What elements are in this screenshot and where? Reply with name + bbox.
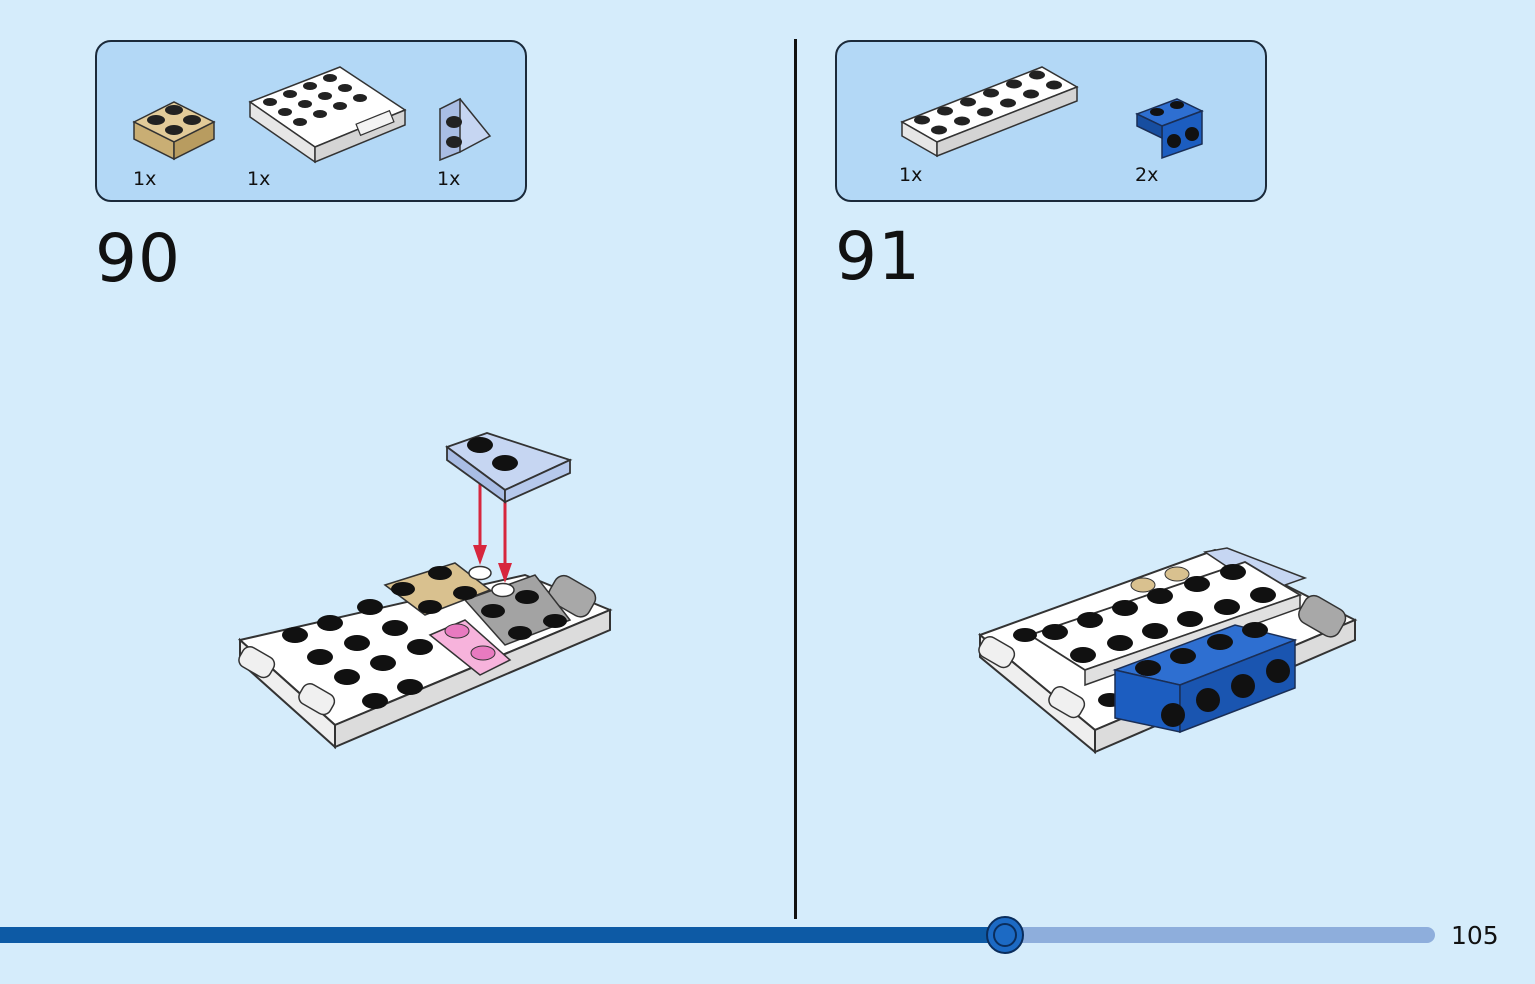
quantity-label: 1x <box>437 168 461 190</box>
tan-plate-2x2-icon <box>132 101 216 161</box>
quantity-label: 2x <box>1135 164 1159 186</box>
build-illustration-step-91 <box>978 547 1358 755</box>
step-number: 91 <box>835 218 921 295</box>
step-number: 90 <box>95 220 181 297</box>
progress-knob-icon <box>985 916 1024 954</box>
white-plate-2x6-icon <box>900 66 1079 158</box>
quantity-label: 1x <box>247 168 271 190</box>
parts-callout-step-90: 1x 1x 1x <box>95 40 527 202</box>
build-illustration-step-90 <box>237 432 613 750</box>
parts-callout-step-91: 1x 2x <box>835 40 1267 202</box>
light-blue-wedge-plate-icon <box>439 97 492 162</box>
page-number: 105 <box>1451 921 1499 950</box>
progress-fill <box>0 927 1005 943</box>
white-hinge-plate-icon <box>248 66 407 164</box>
quantity-label: 1x <box>133 168 157 190</box>
quantity-label: 1x <box>899 164 923 186</box>
blue-bracket-icon <box>1135 98 1204 160</box>
page-divider <box>794 39 797 919</box>
